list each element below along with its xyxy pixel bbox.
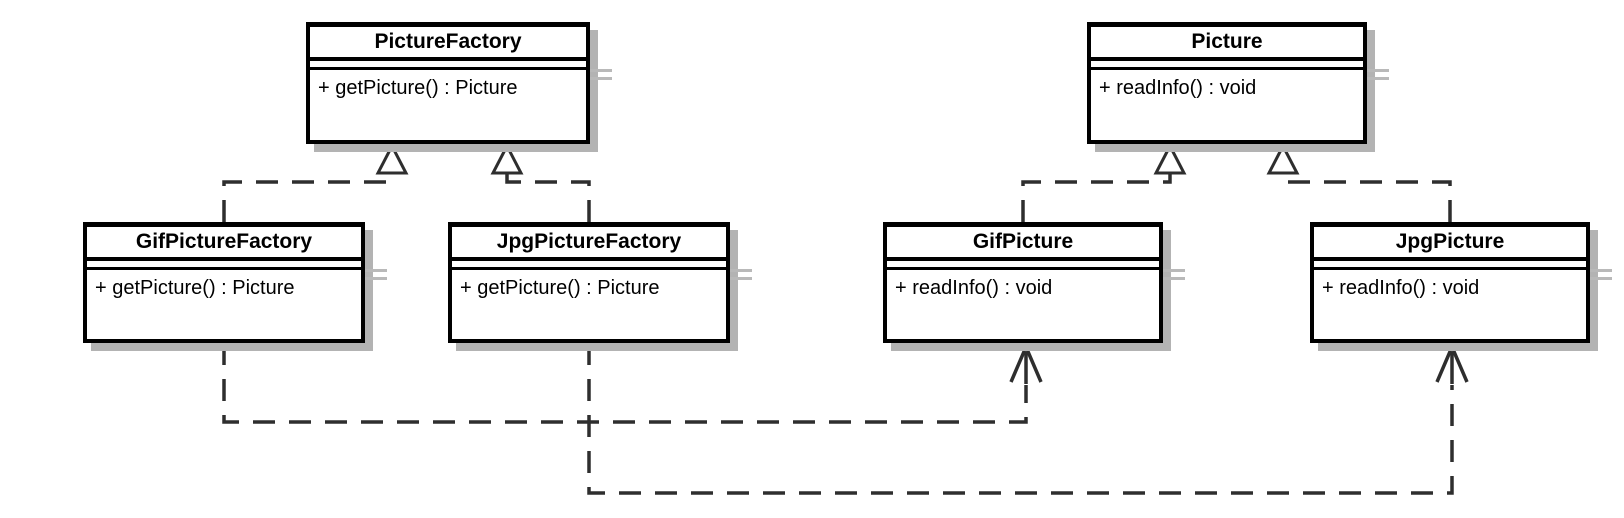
attributes-compartment [1091,61,1363,70]
realization-jpgpicture-to-picture [1266,142,1452,222]
shadow-tick [590,69,612,72]
attributes-compartment [887,261,1159,270]
shadow-tick [1163,277,1185,280]
methods-compartment: + getPicture() : Picture [87,270,361,300]
shadow-tick [1163,269,1185,272]
realization-jpgpicturefactory-to-picturefactory [490,142,591,222]
shadow-tick [1590,269,1612,272]
methods-compartment: + readInfo() : void [1091,70,1363,100]
open-arrowhead [1009,342,1043,384]
shadow-tick [365,277,387,280]
class-box-jpgpicture[interactable]: JpgPicture + readInfo() : void [1310,222,1612,343]
shadow-tick [1367,77,1389,80]
class-name: GifPictureFactory [87,227,361,261]
method-label: + getPicture() : Picture [95,277,295,299]
class-box-gifpicture[interactable]: GifPicture + readInfo() : void [883,222,1185,343]
class-box-gifpicturefactory[interactable]: GifPictureFactory + getPicture() : Pictu… [83,222,387,343]
class-name: PictureFactory [310,27,586,61]
hollow-triangle-arrowhead [375,142,409,175]
shadow-tick [365,269,387,272]
open-arrowhead [1435,342,1469,384]
class-name: GifPicture [887,227,1159,261]
dependency-jpgpicturefactory-to-jpgpicture [587,342,1469,495]
hollow-triangle-arrowhead [490,142,524,175]
shadow-tick [1590,277,1612,280]
realization-gifpicturefactory-to-picturefactory [222,142,409,222]
methods-compartment: + readInfo() : void [887,270,1159,300]
hollow-triangle-arrowhead [1153,142,1187,175]
method-label: + getPicture() : Picture [460,277,660,299]
realization-gifpicture-to-picture [1021,142,1187,222]
class-name: JpgPictureFactory [452,227,726,261]
shadow-tick [590,77,612,80]
method-label: + getPicture() : Picture [318,77,518,99]
attributes-compartment [452,261,726,270]
attributes-compartment [310,61,586,70]
methods-compartment: + readInfo() : void [1314,270,1586,300]
method-label: + readInfo() : void [895,277,1053,299]
methods-compartment: + getPicture() : Picture [310,70,586,100]
dependency-gifpicturefactory-to-gifpicture [222,342,1043,424]
hollow-triangle-arrowhead [1266,142,1300,175]
shadow-tick [1367,69,1389,72]
class-box-picturefactory[interactable]: PictureFactory + getPicture() : Picture [306,22,612,144]
attributes-compartment [1314,261,1586,270]
method-label: + readInfo() : void [1099,77,1257,99]
class-box-picture[interactable]: Picture + readInfo() : void [1087,22,1389,144]
class-name: JpgPicture [1314,227,1586,261]
shadow-tick [730,277,752,280]
attributes-compartment [87,261,361,270]
methods-compartment: + getPicture() : Picture [452,270,726,300]
shadow-tick [730,269,752,272]
class-name: Picture [1091,27,1363,61]
method-label: + readInfo() : void [1322,277,1480,299]
class-box-jpgpicturefactory[interactable]: JpgPictureFactory + getPicture() : Pictu… [448,222,752,343]
